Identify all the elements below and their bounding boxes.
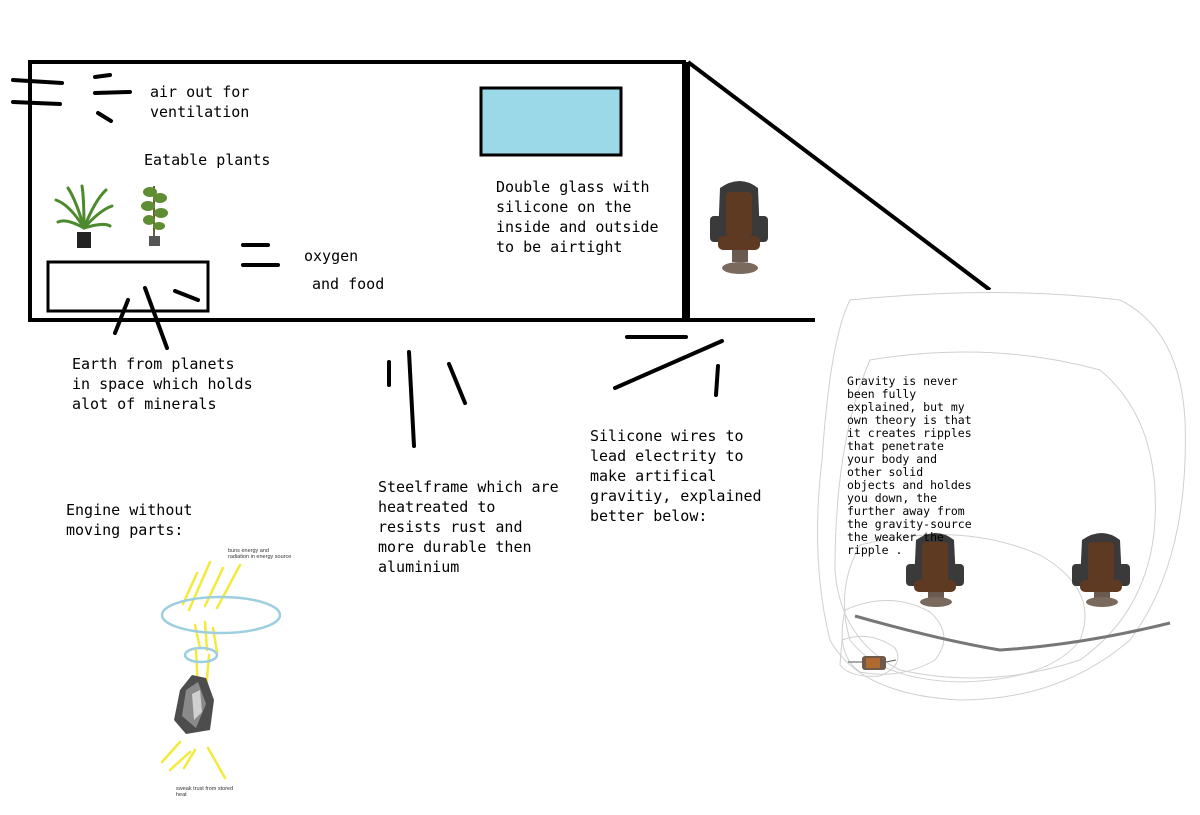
oxygen-marks xyxy=(241,243,280,267)
earth-label: Earth from planets in space which holds … xyxy=(72,355,253,413)
engine-ring xyxy=(160,595,282,635)
oxygen-label: oxygen xyxy=(304,247,359,265)
earth-marks xyxy=(113,286,200,350)
engine-drawing xyxy=(160,560,282,780)
steel-marks xyxy=(387,350,467,448)
ventilation-marks xyxy=(11,73,132,123)
crystal-icon xyxy=(174,675,214,734)
motor-icon xyxy=(848,656,897,670)
wires-label: Silicone wires to lead electrity to make… xyxy=(590,427,762,525)
chair-icon xyxy=(906,533,964,607)
chair-icon xyxy=(1072,533,1130,607)
cockpit-frame xyxy=(686,62,815,322)
gravity-explanation: Gravity is never been fully explained, b… xyxy=(847,374,972,557)
wire-marks xyxy=(613,335,724,397)
gravity-panel xyxy=(815,290,1200,701)
window-glass xyxy=(479,86,623,157)
ventilation-label: air out for ventilation xyxy=(150,83,250,121)
engine-top-note: buns energy and radiation in energy sour… xyxy=(228,548,292,560)
plant-icon xyxy=(141,186,168,246)
soil-box xyxy=(46,260,210,313)
cockpit-slope xyxy=(686,60,992,292)
chair-icon xyxy=(710,181,768,274)
glass-label: Double glass with silicone on the inside… xyxy=(496,178,659,256)
gravity-curve xyxy=(854,614,1171,652)
engine-bottom-note: sweak trust from stored heat xyxy=(176,786,234,798)
food-label: and food xyxy=(312,275,385,293)
steelframe-label: Steelframe which are heatreated to resis… xyxy=(378,478,559,576)
engine-ring xyxy=(183,646,219,664)
module-frame xyxy=(28,60,686,322)
engine-label: Engine without moving parts: xyxy=(66,501,193,539)
plants-label: Eatable plants xyxy=(144,151,271,169)
plant-icon xyxy=(54,184,114,248)
